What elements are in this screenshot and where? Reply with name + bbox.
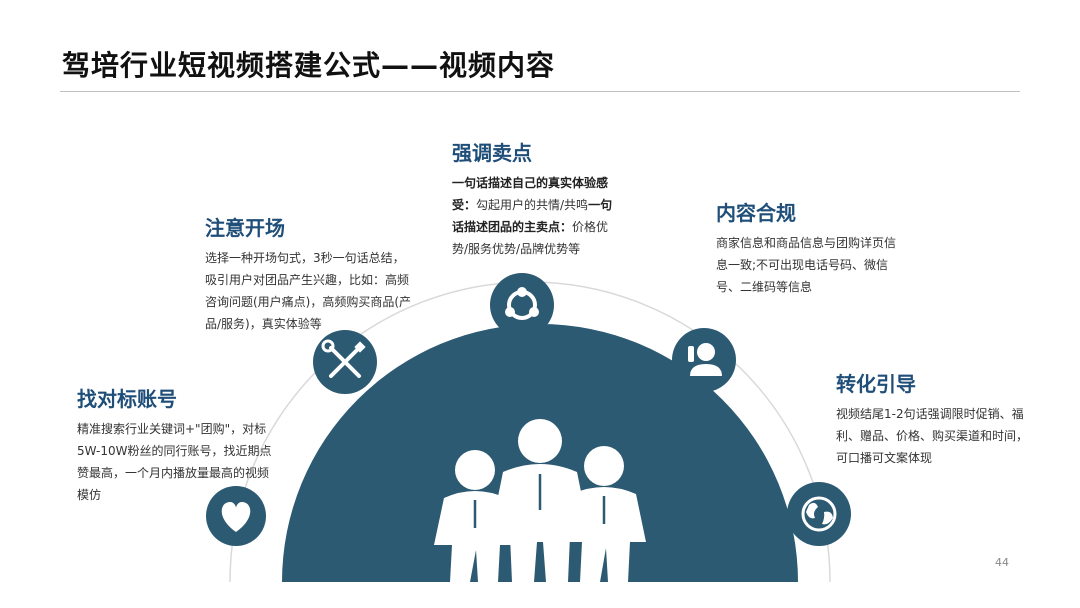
point-body: 选择一种开场句式，3秒一句话总结，吸引用户对团品产生兴趣，比如：高频咨询问题(用… — [205, 251, 412, 331]
point-heading: 强调卖点 — [452, 141, 532, 165]
point-body: 商家信息和商品信息与团购详页信息一致;不可出现电话号码、微信号、二维码等信息 — [716, 236, 897, 294]
body-bold: 一句话描述自己的真实体验感受： — [452, 176, 609, 212]
point-opening: 注意开场 选择一种开场句式，3秒一句话总结，吸引用户对团品产生兴趣，比如：高频咨… — [205, 212, 415, 335]
point-body: 视频结尾1-2句话强调限时促销、福利、赠品、价格、购买渠道和时间，可口播可文案体… — [836, 407, 1029, 465]
point-heading: 内容合规 — [716, 201, 796, 225]
globe-icon — [787, 482, 851, 546]
point-heading: 注意开场 — [205, 216, 285, 240]
point-body: 精准搜索行业关键词+"团购"，对标5W-10W粉丝的同行账号，找近期点赞最高，一… — [77, 422, 272, 502]
body-bold: 一句话描述团品的主卖点： — [452, 198, 613, 234]
point-heading: 转化引导 — [836, 372, 916, 396]
body-text: 勾起用户的共情/共鸣 — [476, 198, 589, 212]
point-find-benchmark: 找对标账号 精准搜索行业关键词+"团购"，对标5W-10W粉丝的同行账号，找近期… — [77, 383, 277, 506]
user-icon — [672, 328, 736, 392]
point-conversion: 转化引导 视频结尾1-2句话强调限时促销、福利、赠品、价格、购买渠道和时间，可口… — [836, 368, 1028, 469]
page-number: 44 — [995, 556, 1009, 569]
share-icon — [490, 273, 554, 337]
page-title: 驾培行业短视频搭建公式——视频内容 — [62, 49, 556, 82]
point-compliance: 内容合规 商家信息和商品信息与团购详页信息一致;不可出现电话号码、微信号、二维码… — [716, 197, 896, 298]
point-body: 一句话描述自己的真实体验感受：勾起用户的共情/共鸣一句话描述团品的主卖点：价格优… — [452, 172, 622, 260]
heart-icon — [206, 486, 266, 546]
point-heading: 找对标账号 — [77, 387, 177, 411]
team-people-icon — [434, 419, 646, 582]
point-selling-points: 强调卖点 一句话描述自己的真实体验感受：勾起用户的共情/共鸣一句话描述团品的主卖… — [452, 137, 622, 260]
body-text: 价格优势/服务优势/品牌优势等 — [452, 220, 609, 256]
tools-icon — [313, 330, 377, 394]
title-divider — [60, 91, 1020, 92]
